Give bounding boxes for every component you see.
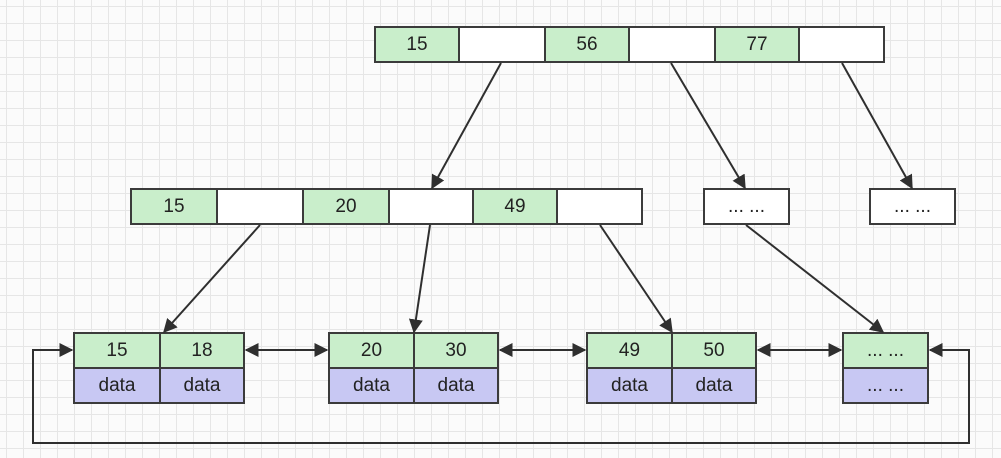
leaf2-data-1: data — [328, 367, 415, 404]
root-key-77: 77 — [714, 26, 800, 63]
leaf2-data-2: data — [413, 367, 499, 404]
internal-pointer-3 — [556, 188, 643, 225]
internal-key-15: 15 — [130, 188, 218, 225]
arrow-root-to-internal — [431, 62, 502, 190]
root-pointer-3 — [798, 26, 885, 63]
leaf3-data-2: data — [671, 367, 757, 404]
root-key-15: 15 — [374, 26, 460, 63]
arrow-internal-to-leaf-1 — [163, 224, 261, 334]
root-pointer-1 — [458, 26, 546, 63]
arrow-ellipsis-to-leaf-4 — [745, 224, 885, 333]
leaf1-data-2: data — [159, 367, 245, 404]
internal-pointer-2 — [388, 188, 474, 225]
arrow-root-to-ellipsis-2 — [841, 62, 913, 190]
leaf4-data-ellipsis: ... ... — [842, 367, 929, 404]
arrow-internal-to-leaf-2 — [408, 224, 431, 334]
root-pointer-2 — [628, 26, 716, 63]
arrow-internal-to-leaf-3 — [599, 224, 673, 334]
internal-key-49: 49 — [472, 188, 558, 225]
leaf1-data-1: data — [73, 367, 161, 404]
circular-link-loop — [32, 343, 970, 444]
internal-pointer-1 — [216, 188, 304, 225]
internal-ellipsis-node-1: ... ... — [703, 188, 790, 225]
arrow-root-to-ellipsis-1 — [670, 62, 746, 190]
